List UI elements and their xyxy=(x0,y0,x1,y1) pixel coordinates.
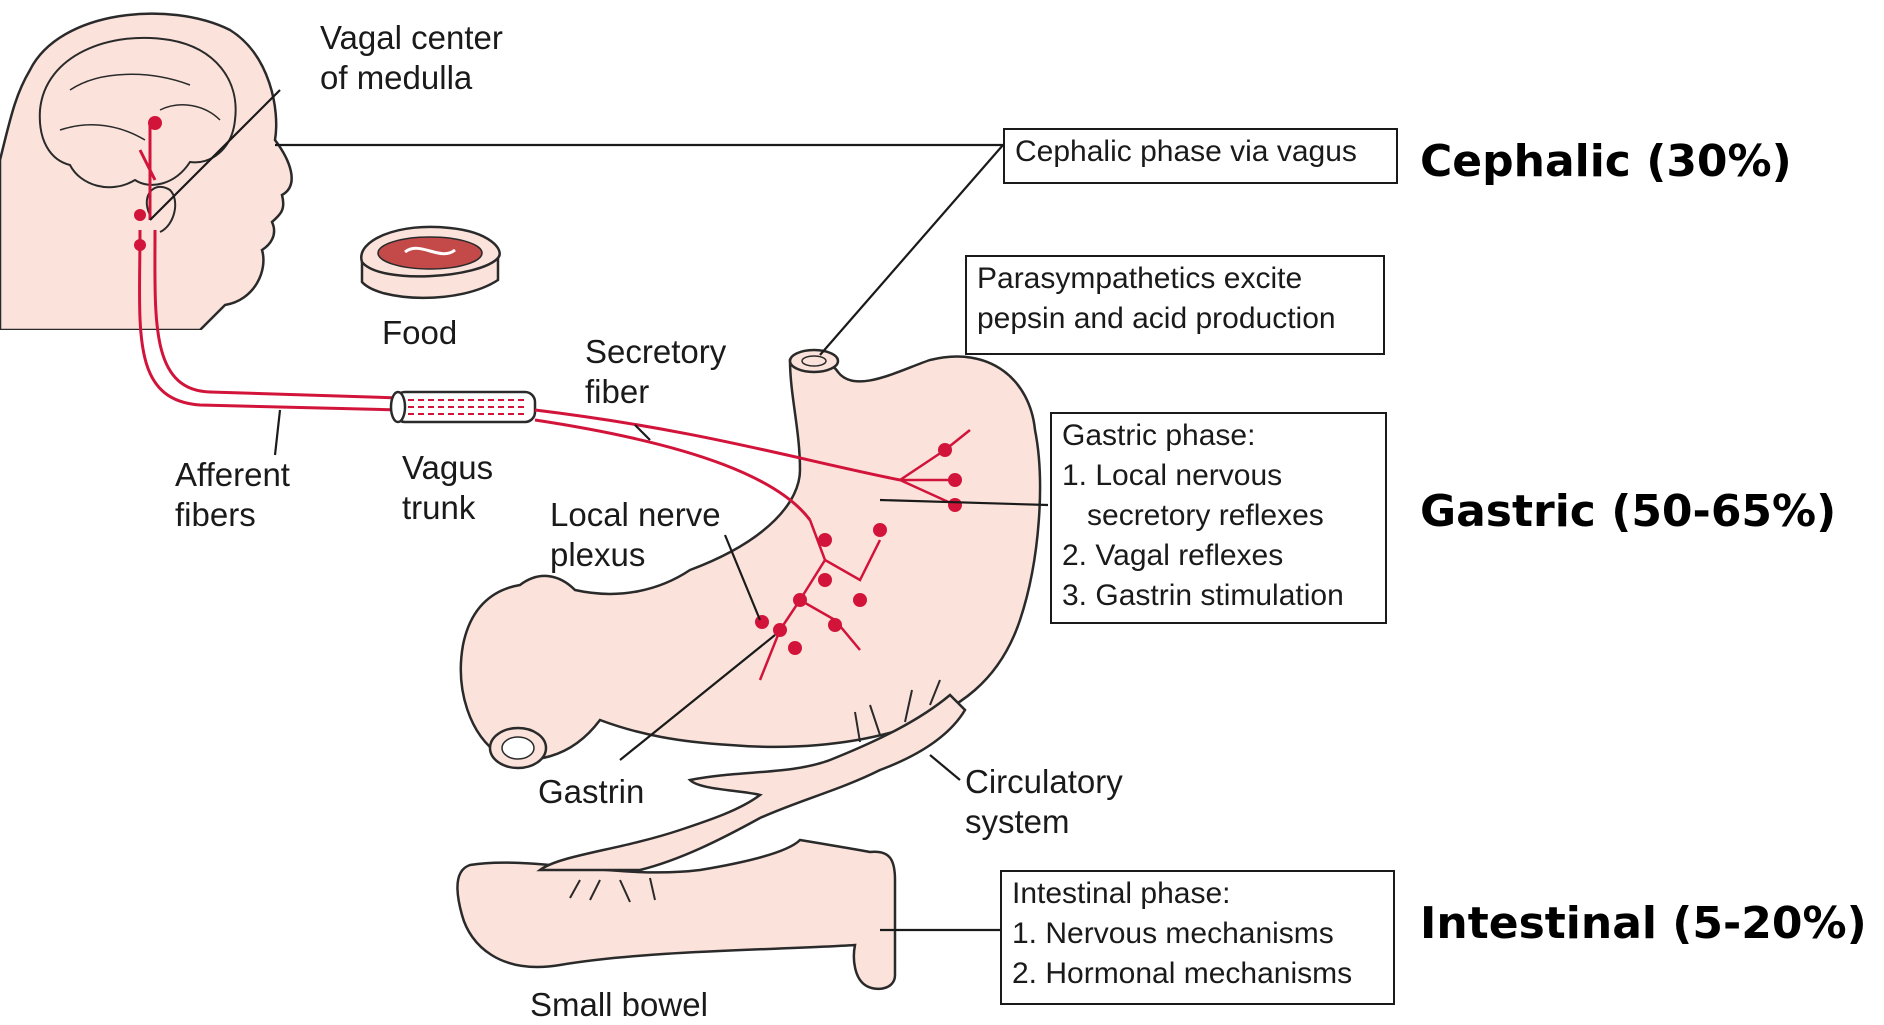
cephalic-box-line-1: Cephalic phase via vagus xyxy=(1015,132,1386,172)
gastrin-label: Gastrin xyxy=(538,772,644,812)
gastric-phase-box: Gastric phase: 1. Local nervous secretor… xyxy=(1050,412,1387,624)
small-bowel-illustration xyxy=(457,840,895,989)
circulatory-system-line-2: system xyxy=(965,802,1123,842)
vagus-trunk-line-1: Vagus xyxy=(402,448,493,488)
afferent-fibers-line-1: Afferent xyxy=(175,455,290,495)
local-nerve-plexus-line-2: plexus xyxy=(550,535,721,575)
gastric-box-line-5: 3. Gastrin stimulation xyxy=(1062,576,1375,616)
vagal-center-label: Vagal center of medulla xyxy=(320,18,503,98)
cephalic-phase-box: Cephalic phase via vagus xyxy=(1003,128,1398,184)
intestinal-box-line-3: 2. Hormonal mechanisms xyxy=(1012,954,1383,994)
food-illustration xyxy=(361,227,499,298)
vagus-trunk-line-2: trunk xyxy=(402,488,493,528)
local-nerve-plexus-label: Local nerve plexus xyxy=(550,495,721,575)
afferent-fibers-line-2: fibers xyxy=(175,495,290,535)
afferent-fibers-label: Afferent fibers xyxy=(175,455,290,535)
food-label: Food xyxy=(382,313,457,353)
cephalic-percentage: Cephalic (30%) xyxy=(1420,136,1792,188)
parasympathetics-line-2: pepsin and acid production xyxy=(977,299,1373,339)
parasympathetics-box: Parasympathetics excite pepsin and acid … xyxy=(965,255,1385,355)
gastric-box-line-1: Gastric phase: xyxy=(1062,416,1375,456)
intestinal-box-line-1: Intestinal phase: xyxy=(1012,874,1383,914)
gastric-box-line-4: 2. Vagal reflexes xyxy=(1062,536,1375,576)
local-nerve-plexus-line-1: Local nerve xyxy=(550,495,721,535)
gastric-box-line-3: secretory reflexes xyxy=(1062,496,1375,536)
gastric-box-line-2: 1. Local nervous xyxy=(1062,456,1375,496)
intestinal-percentage: Intestinal (5-20%) xyxy=(1420,898,1867,950)
circulatory-system-label: Circulatory system xyxy=(965,762,1123,842)
vagal-center-line-1: Vagal center xyxy=(320,18,503,58)
vagal-center-line-2: of medulla xyxy=(320,58,503,98)
parasympathetics-line-1: Parasympathetics excite xyxy=(977,259,1373,299)
head-illustration xyxy=(0,14,292,330)
secretory-fiber-line-1: Secretory xyxy=(585,332,726,372)
vagus-trunk-label: Vagus trunk xyxy=(402,448,493,528)
intestinal-box-line-2: 1. Nervous mechanisms xyxy=(1012,914,1383,954)
intestinal-phase-box: Intestinal phase: 1. Nervous mechanisms … xyxy=(1000,870,1395,1005)
secretory-fiber-label: Secretory fiber xyxy=(585,332,726,412)
small-bowel-label: Small bowel xyxy=(530,985,708,1025)
circulatory-system-line-1: Circulatory xyxy=(965,762,1123,802)
gastric-percentage: Gastric (50-65%) xyxy=(1420,486,1836,538)
secretory-fiber-line-2: fiber xyxy=(585,372,726,412)
